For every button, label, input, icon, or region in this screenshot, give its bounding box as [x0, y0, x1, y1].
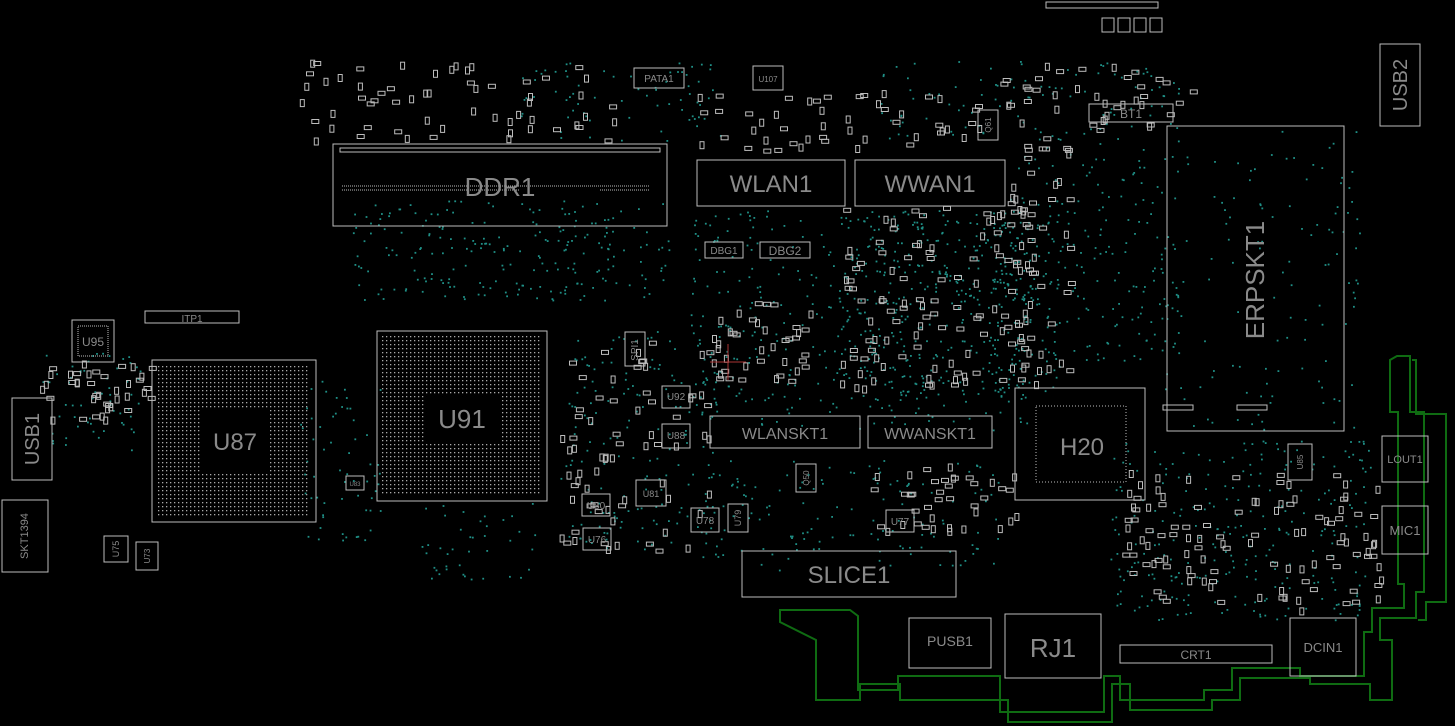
wlan1-label: WLAN1: [730, 171, 813, 198]
u76-label: U76: [588, 535, 607, 546]
u85-chip[interactable]: U85: [1287, 443, 1313, 481]
slice1-label: SLICE1: [808, 562, 891, 589]
wwan1-connector[interactable]: WWAN1: [854, 159, 1006, 207]
dbg1-label: DBG1: [710, 246, 738, 257]
usb1-connector[interactable]: USB1: [11, 397, 53, 481]
u77-label: U77: [891, 517, 910, 528]
q61-label: Q61: [984, 117, 993, 133]
via-field: [42, 61, 1372, 622]
u75-chip[interactable]: U75: [103, 535, 129, 563]
rj1-connector[interactable]: RJ1: [1004, 613, 1102, 679]
lout1-jack[interactable]: LOUT1: [1381, 435, 1429, 483]
erpskt1-socket[interactable]: ERPSKT1: [1162, 125, 1345, 432]
u95-label: U95: [82, 335, 104, 349]
usb2-connector[interactable]: USB2: [1379, 43, 1421, 127]
dcin1-label: DCIN1: [1303, 640, 1342, 655]
usb1-label: USB1: [22, 413, 44, 465]
u83-chip[interactable]: U83: [345, 475, 365, 491]
dbg2-label: DBG2: [769, 244, 802, 258]
erpskt1-label: ERPSKT1: [1240, 221, 1270, 340]
u80-label: U80: [587, 501, 606, 512]
slice1-connector[interactable]: SLICE1: [741, 550, 957, 598]
u79-chip[interactable]: U79: [727, 503, 749, 533]
wwanskt1-socket[interactable]: WWANSKT1: [867, 415, 993, 449]
wwanskt1-label: WWANSKT1: [884, 426, 976, 443]
h20-chip[interactable]: H20: [1014, 387, 1146, 501]
u88-chip[interactable]: U88: [661, 423, 691, 449]
pusb1-connector[interactable]: PUSB1: [908, 617, 992, 669]
wlan1-connector[interactable]: WLAN1: [696, 159, 846, 207]
ddr1-label: DDR1: [465, 172, 536, 202]
skt1394-label: SKT1394: [19, 513, 31, 559]
bt1-label: BT1: [1120, 107, 1142, 121]
wlanskt1-label: WLANSKT1: [742, 426, 828, 443]
rj1-label: RJ1: [1030, 633, 1076, 663]
h20-label: H20: [1060, 434, 1104, 461]
u76-chip[interactable]: U76: [582, 527, 612, 551]
q50-transistor[interactable]: Q50: [795, 463, 817, 493]
wwan1-label: WWAN1: [884, 171, 975, 198]
u107-chip[interactable]: U107: [752, 65, 784, 91]
usb2-label: USB2: [1390, 59, 1412, 111]
dcin1-connector[interactable]: DCIN1: [1289, 617, 1357, 677]
pata1-label: PATA1: [644, 74, 674, 85]
u87-label: U87: [213, 429, 257, 456]
top-edge-connector: [1045, 1, 1163, 33]
u87-bga[interactable]: U87: [151, 359, 317, 523]
u81-chip[interactable]: U81: [635, 479, 667, 507]
u75-label: U75: [111, 541, 121, 558]
u92-label: U92: [667, 392, 686, 403]
lout1-label: LOUT1: [1387, 454, 1422, 466]
u85-label: U85: [1296, 454, 1305, 469]
u73-chip[interactable]: U73: [135, 541, 159, 571]
q50-label: Q50: [802, 470, 811, 486]
spi1-chip[interactable]: SPI1: [624, 331, 646, 367]
u107-label: U107: [758, 75, 778, 84]
u77-chip[interactable]: U77: [885, 509, 915, 533]
skt1394-connector[interactable]: SKT1394: [1, 499, 49, 573]
wlanskt1-socket[interactable]: WLANSKT1: [709, 415, 861, 449]
u92-chip[interactable]: U92: [661, 385, 691, 409]
itp1-label: ITP1: [181, 314, 203, 325]
u81-label: U81: [643, 489, 660, 499]
u91-label: U91: [438, 404, 486, 434]
passive-components: [40, 59, 1385, 616]
u83-label: U83: [349, 482, 361, 488]
board-outline: [779, 355, 1425, 723]
crt1-label: CRT1: [1180, 648, 1211, 662]
itp1-header[interactable]: ITP1: [144, 310, 240, 325]
board-outline-inner: [1412, 359, 1447, 621]
u88-label: U88: [667, 431, 686, 442]
crosshair-marker: [710, 344, 746, 380]
bt1-connector[interactable]: BT1: [1088, 103, 1174, 123]
u78-chip[interactable]: U78: [690, 507, 720, 533]
dbg1-header[interactable]: DBG1: [704, 241, 744, 259]
u79-label: U79: [733, 510, 743, 527]
q61-transistor[interactable]: Q61: [977, 109, 999, 141]
mic1-jack[interactable]: MIC1: [1381, 505, 1429, 555]
u78-label: U78: [696, 516, 715, 527]
crt1-connector[interactable]: CRT1: [1119, 644, 1273, 664]
u95-chip[interactable]: U95: [71, 319, 115, 363]
pata1-connector[interactable]: PATA1: [633, 67, 685, 89]
u91-ball-grid: [382, 336, 540, 494]
mic1-label: MIC1: [1389, 523, 1420, 538]
u80-chip[interactable]: U80: [581, 493, 611, 517]
u73-label: U73: [143, 548, 152, 563]
pusb1-label: PUSB1: [927, 633, 973, 649]
spi1-label: SPI1: [630, 339, 641, 361]
u91-bga[interactable]: U91: [376, 330, 548, 502]
dbg2-header[interactable]: DBG2: [759, 241, 811, 259]
ddr1-connector[interactable]: DDR1: [332, 143, 668, 227]
